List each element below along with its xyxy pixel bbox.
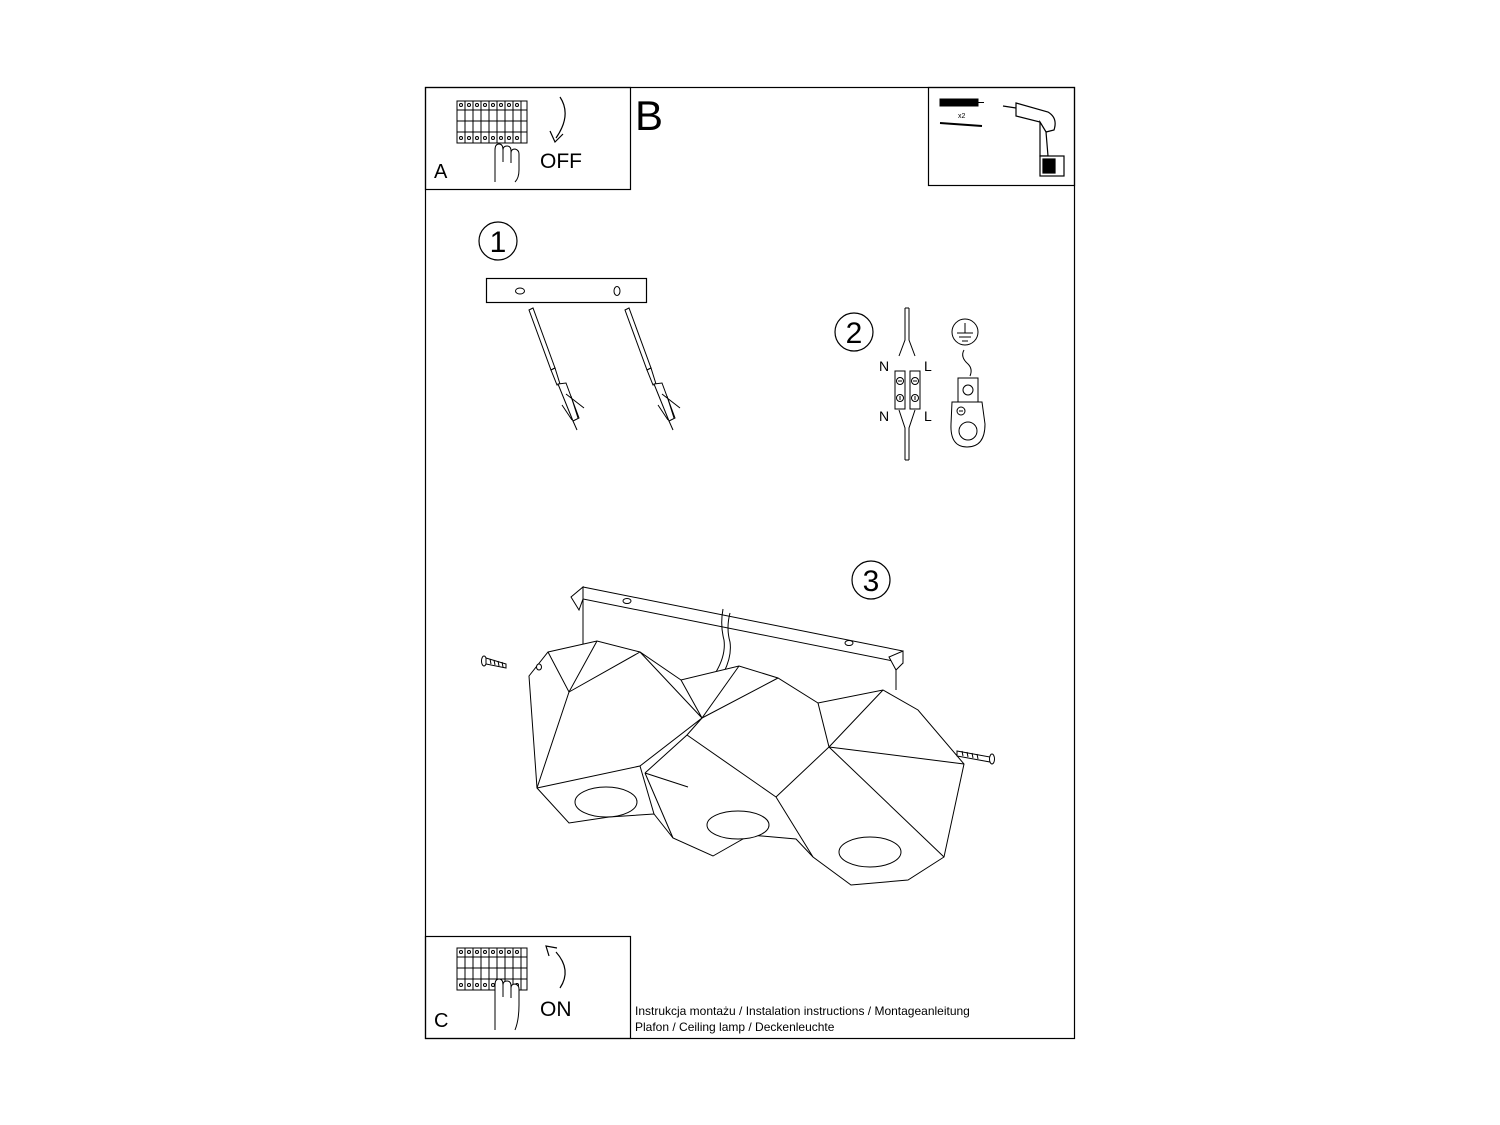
step-3: 3 (481, 560, 995, 886)
screw-and-anchor (624, 307, 681, 431)
panel-c-state: ON (540, 998, 572, 1021)
step-1: 1 (478, 221, 681, 431)
mounting-bar (485, 277, 648, 304)
step-3-number: 3 (863, 565, 880, 598)
neutral-label-top: N (879, 358, 889, 374)
ground-symbol-icon (950, 318, 986, 448)
footer-line-2: Plafon / Ceiling lamp / Deckenleuchte (635, 1020, 835, 1034)
wall-anchor-icon (939, 98, 984, 127)
arrow-up-icon (555, 951, 566, 989)
footer-caption: Instrukcja montażu / Instalation instruc… (635, 1003, 970, 1035)
circuit-breaker-icon (456, 947, 528, 991)
arrow-down-icon (555, 96, 566, 139)
panel-c-letter: C (434, 1010, 448, 1032)
hand-icon (494, 143, 520, 183)
panel-a-letter: A (434, 161, 448, 183)
live-label-top: L (924, 358, 932, 374)
ceiling-lamp-illustration (481, 585, 995, 886)
panel-b-tools: x2 (927, 86, 1076, 187)
hand-icon (494, 978, 520, 1031)
terminal-block-icon (894, 307, 921, 461)
mounting-screw-left (481, 655, 542, 671)
panel-a: A OFF (424, 86, 632, 191)
panel-c: C ON (424, 935, 632, 1040)
panel-b-letter: B (635, 92, 663, 139)
step-2: 2 N L N L (834, 307, 986, 461)
footer-line-1: Instrukcja montażu / Instalation instruc… (635, 1004, 970, 1018)
anchor-quantity: x2 (958, 113, 966, 120)
screw-and-anchor (528, 307, 585, 431)
neutral-label-bottom: N (879, 408, 889, 424)
panel-a-state: OFF (540, 150, 582, 173)
step-2-number: 2 (846, 317, 863, 350)
step-1-number: 1 (490, 226, 507, 259)
mounting-screw-right (956, 750, 995, 765)
circuit-breaker-icon (456, 100, 528, 144)
live-label-bottom: L (924, 408, 932, 424)
drill-icon (1002, 102, 1065, 177)
page-frame (424, 86, 1076, 1040)
